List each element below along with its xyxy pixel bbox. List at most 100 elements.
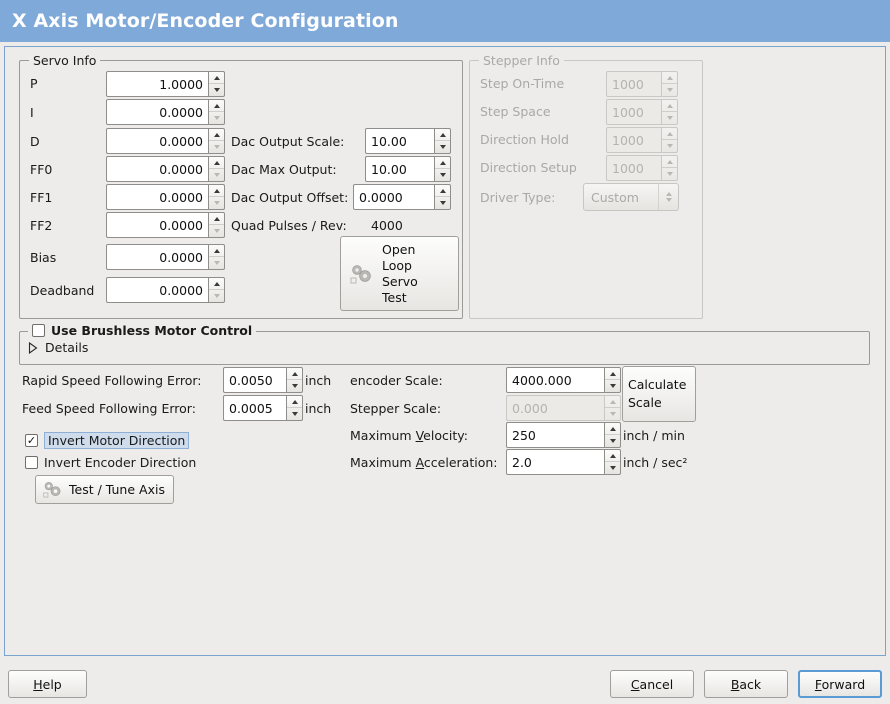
spinner-d[interactable]: 0.0000 [106, 128, 225, 154]
label-rapid-speed-following-error: Rapid Speed Following Error: [22, 373, 202, 388]
spinner-i-up[interactable] [209, 100, 224, 112]
spinner-ff0-value[interactable]: 0.0000 [106, 156, 208, 182]
spinner-p-value[interactable]: 1.0000 [106, 71, 208, 97]
feed-error-down[interactable] [287, 408, 302, 420]
spinner-dac-output-scale-down[interactable] [435, 141, 450, 153]
maximum-acceleration-value[interactable]: 2.0 [506, 449, 604, 475]
spinner-deadband[interactable]: 0.0000 [106, 277, 225, 303]
spinner-dac-max-output[interactable]: 10.00 [365, 156, 451, 182]
spinner-dac-output-scale-up[interactable] [435, 129, 450, 141]
spinner-deadband-up[interactable] [209, 278, 224, 290]
spinner-ff2-up[interactable] [209, 213, 224, 225]
label-direction-hold: Direction Hold [480, 132, 569, 147]
spinner-p-up[interactable] [209, 72, 224, 84]
spinner-bias-up[interactable] [209, 245, 224, 257]
spinner-ff2[interactable]: 0.0000 [106, 212, 225, 238]
spinner-p[interactable]: 1.0000 [106, 71, 225, 97]
spinner-bias-buttons[interactable] [208, 244, 225, 270]
open-loop-servo-test-button[interactable]: Open Loop Servo Test [340, 236, 459, 311]
spinner-p-buttons[interactable] [208, 71, 225, 97]
maximum-acceleration-down[interactable] [605, 462, 620, 474]
spinner-d-buttons[interactable] [208, 128, 225, 154]
invert-motor-checkbox-box[interactable]: ✓ [25, 434, 38, 447]
spinner-ff0-buttons[interactable] [208, 156, 225, 182]
spinner-bias[interactable]: 0.0000 [106, 244, 225, 270]
spinner-p-down[interactable] [209, 84, 224, 96]
spinner-ff1-down[interactable] [209, 197, 224, 209]
feed-speed-following-error-value[interactable]: 0.0005 [223, 395, 286, 421]
spinner-dac-max-output-down[interactable] [435, 169, 450, 181]
brushless-motor-group: Use Brushless Motor Control Details [19, 323, 870, 365]
rapid-error-spin-buttons[interactable] [286, 367, 303, 393]
calculate-scale-button[interactable]: Calculate Scale [622, 366, 696, 422]
maximum-velocity-down[interactable] [605, 435, 620, 447]
invert-encoder-direction-checkbox[interactable]: Invert Encoder Direction [25, 455, 196, 470]
rapid-error-down[interactable] [287, 380, 302, 392]
spinner-dac-output-offset-down[interactable] [435, 197, 450, 209]
details-expander[interactable]: Details [28, 340, 88, 355]
encoder-scale-spin-buttons[interactable] [604, 367, 621, 393]
invert-motor-direction-checkbox[interactable]: ✓ Invert Motor Direction [25, 432, 190, 449]
spinner-dac-output-scale[interactable]: 10.00 [365, 128, 451, 154]
spinner-i-down[interactable] [209, 112, 224, 124]
spinner-dac-max-output-buttons[interactable] [434, 156, 451, 182]
spinner-maximum-velocity[interactable]: 250 [506, 422, 621, 448]
maximum-velocity-up[interactable] [605, 423, 620, 435]
maximum-velocity-value[interactable]: 250 [506, 422, 604, 448]
cancel-button[interactable]: Cancel [610, 670, 694, 698]
spinner-ff0-up[interactable] [209, 157, 224, 169]
help-button[interactable]: Help [8, 670, 87, 698]
spinner-dac-output-offset-up[interactable] [435, 185, 450, 197]
spinner-dac-output-scale-value[interactable]: 10.00 [365, 128, 434, 154]
spinner-dac-output-offset-value[interactable]: 0.0000 [353, 184, 434, 210]
rapid-error-up[interactable] [287, 368, 302, 380]
spinner-ff1[interactable]: 0.0000 [106, 184, 225, 210]
spinner-deadband-down[interactable] [209, 290, 224, 302]
spinner-rapid-speed-following-error[interactable]: 0.0050 [223, 367, 303, 393]
spinner-feed-speed-following-error[interactable]: 0.0005 [223, 395, 303, 421]
gears-icon [42, 480, 64, 499]
spinner-d-down[interactable] [209, 141, 224, 153]
spinner-dac-output-scale-buttons[interactable] [434, 128, 451, 154]
rapid-speed-following-error-value[interactable]: 0.0050 [223, 367, 286, 393]
spinner-ff0-down[interactable] [209, 169, 224, 181]
spinner-maximum-acceleration[interactable]: 2.0 [506, 449, 621, 475]
spinner-dac-output-offset[interactable]: 0.0000 [353, 184, 451, 210]
spinner-dac-output-offset-buttons[interactable] [434, 184, 451, 210]
use-brushless-motor-control-checkbox[interactable]: Use Brushless Motor Control [32, 323, 252, 338]
spinner-d-up[interactable] [209, 129, 224, 141]
encoder-scale-down[interactable] [605, 380, 620, 392]
feed-error-up[interactable] [287, 396, 302, 408]
spinner-ff0[interactable]: 0.0000 [106, 156, 225, 182]
help-label: Help [33, 677, 62, 692]
spinner-deadband-value[interactable]: 0.0000 [106, 277, 208, 303]
spinner-i-buttons[interactable] [208, 99, 225, 125]
spinner-ff2-down[interactable] [209, 225, 224, 237]
spinner-dac-max-output-value[interactable]: 10.00 [365, 156, 434, 182]
maximum-acceleration-up[interactable] [605, 450, 620, 462]
spinner-i-value[interactable]: 0.0000 [106, 99, 208, 125]
encoder-scale-up[interactable] [605, 368, 620, 380]
spinner-ff2-value[interactable]: 0.0000 [106, 212, 208, 238]
invert-encoder-checkbox-box[interactable] [25, 456, 38, 469]
maximum-acceleration-spin-buttons[interactable] [604, 449, 621, 475]
spinner-ff1-value[interactable]: 0.0000 [106, 184, 208, 210]
feed-error-spin-buttons[interactable] [286, 395, 303, 421]
test-tune-axis-button[interactable]: Test / Tune Axis [35, 475, 174, 504]
spinner-ff1-buttons[interactable] [208, 184, 225, 210]
brushless-checkbox-box[interactable] [32, 324, 45, 337]
spinner-ff2-buttons[interactable] [208, 212, 225, 238]
spinner-bias-value[interactable]: 0.0000 [106, 244, 208, 270]
servo-info-legend: Servo Info [29, 53, 101, 68]
spinner-d-value[interactable]: 0.0000 [106, 128, 208, 154]
spinner-i[interactable]: 0.0000 [106, 99, 225, 125]
spinner-dac-max-output-up[interactable] [435, 157, 450, 169]
spinner-ff1-up[interactable] [209, 185, 224, 197]
back-button[interactable]: Back [704, 670, 788, 698]
forward-button[interactable]: Forward [798, 670, 882, 698]
spinner-deadband-buttons[interactable] [208, 277, 225, 303]
spinner-encoder-scale[interactable]: 4000.000 [506, 367, 621, 393]
encoder-scale-value[interactable]: 4000.000 [506, 367, 604, 393]
spinner-bias-down[interactable] [209, 257, 224, 269]
maximum-velocity-spin-buttons[interactable] [604, 422, 621, 448]
